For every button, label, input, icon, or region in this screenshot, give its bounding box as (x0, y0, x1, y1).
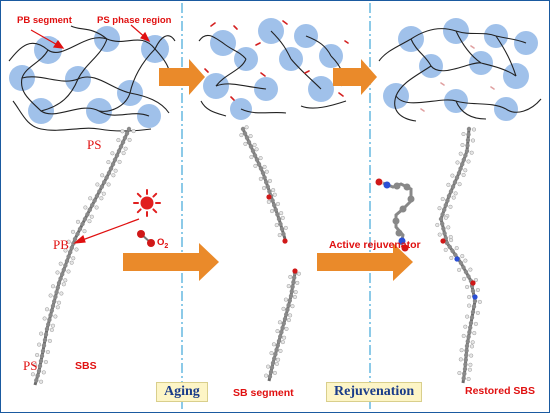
restored-sbs-label: Restored SBS (465, 385, 536, 397)
ps-phase-region-label: PS phase region (97, 15, 172, 26)
restored-chain (435, 126, 482, 384)
o2-label: O2 (157, 237, 169, 250)
oxygen-molecule-icon (137, 230, 155, 247)
sun-icon (133, 189, 161, 217)
aged-chain-upper (239, 125, 288, 244)
active-rejuvenator-label: Active rejuvenator (329, 239, 421, 251)
process-arrow-icon (123, 59, 413, 281)
attack-arrow (30, 24, 151, 244)
ps-bottom-label: PS (23, 358, 38, 373)
sbs-label: SBS (75, 360, 97, 372)
active-rejuvenator-molecule (375, 178, 415, 252)
sb-segment-label: SB segment (233, 387, 294, 399)
molecular-chains (30, 125, 482, 386)
ps-top-label: PS (87, 137, 102, 152)
rejuvenation-label: Rejuvenation (326, 382, 423, 402)
sbs-chain (30, 126, 136, 386)
pb-mid-label: PB (53, 237, 69, 252)
network-intact (8, 25, 176, 132)
network-aged (198, 18, 349, 120)
aged-chain-lower (264, 268, 301, 382)
aging-label: Aging (156, 382, 208, 402)
pb-segment-label: PB segment (17, 15, 72, 26)
network-restored (378, 18, 542, 122)
